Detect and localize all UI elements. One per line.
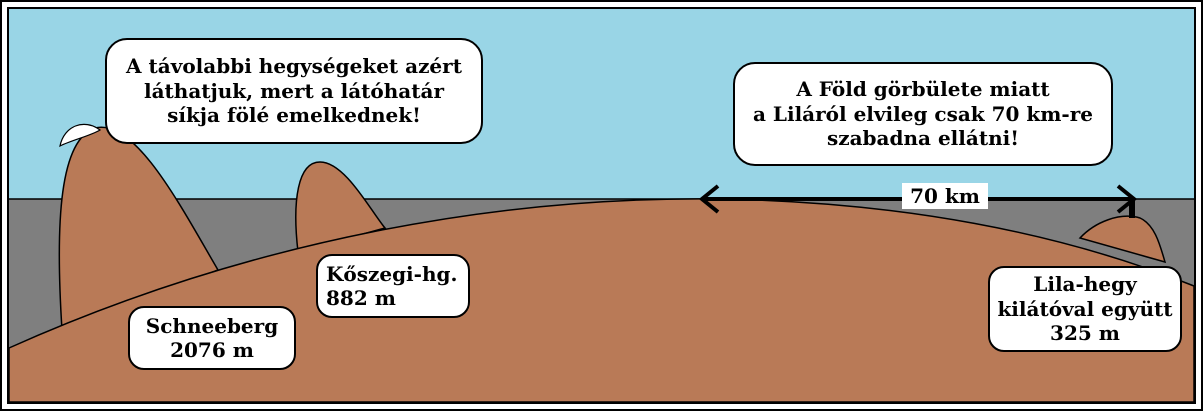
snow-cap [59, 123, 102, 148]
visible-mountains-callout: A távolabbi hegységeket azért láthatjuk,… [105, 38, 483, 144]
peak-height: 325 m [1050, 321, 1120, 346]
callout-line: A távolabbi hegységeket azért [126, 54, 462, 79]
callout-line: síkja fölé emelkednek! [167, 103, 421, 128]
distance-label: 70 km [902, 183, 988, 209]
callout-line: láthatjuk, mert a látóhatár [143, 78, 444, 103]
lookout-tower [1129, 198, 1135, 218]
peak-name: Schneeberg [145, 313, 279, 338]
inner-border [7, 7, 1196, 404]
peak-height: 2076 m [170, 338, 254, 362]
callout-line: szabadna ellátni! [826, 126, 1019, 151]
arrowhead-right [1116, 184, 1138, 214]
earth-curvature-callout: A Föld görbülete miatt a Liláról elvileg… [733, 62, 1113, 166]
koszegi-mountain [295, 161, 387, 253]
peak-height: 882 m [326, 286, 396, 310]
peak-name: Lila-hegy [1033, 272, 1137, 297]
koszegi-label: Kőszegi-hg. 882 m [316, 254, 470, 318]
schneeberg-label: Schneeberg 2076 m [128, 306, 296, 370]
peak-detail: kilátóval együtt [997, 296, 1173, 321]
callout-line: A Föld görbülete miatt [796, 77, 1050, 102]
callout-line: a Liláról elvileg csak 70 km-re [753, 101, 1093, 126]
arrowhead-left [698, 184, 720, 214]
peak-name: Kőszegi-hg. [326, 261, 458, 286]
lila-hegy-mountain [1078, 215, 1167, 264]
lila-hegy-label: Lila-hegy kilátóval együtt 325 m [988, 266, 1182, 352]
